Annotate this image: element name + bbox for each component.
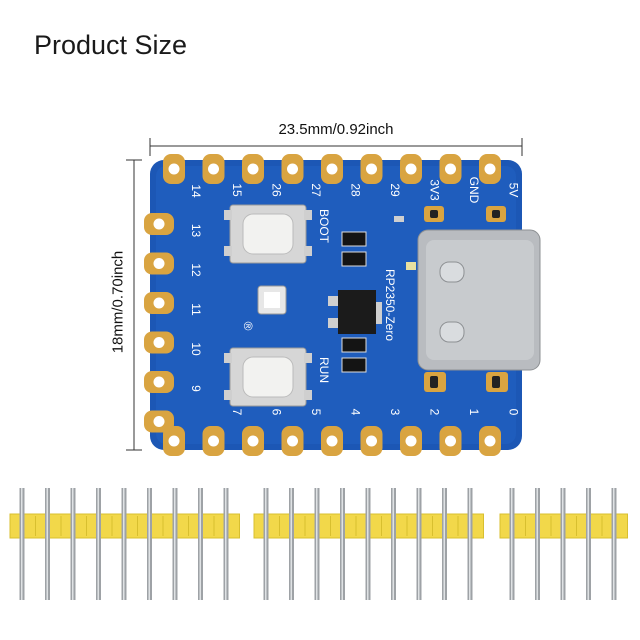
- run-label: RUN: [317, 357, 331, 383]
- bottom-pad: [202, 426, 225, 456]
- width-dimension-label: 23.5mm/0.92inch: [278, 121, 394, 138]
- pin-headers: [9, 488, 628, 600]
- boot-label: BOOT: [317, 209, 331, 244]
- smd-components: [341, 216, 416, 373]
- bottom-pin-label: 6: [270, 409, 284, 416]
- left-pad: [144, 371, 174, 393]
- left-pad: [144, 410, 174, 433]
- boot-button: [224, 204, 312, 264]
- pin-header-strip: [9, 488, 240, 600]
- top-pin-label: 3V3: [428, 179, 442, 201]
- top-pin-label: 5V: [507, 183, 521, 198]
- left-pin-label: 14: [189, 184, 203, 198]
- bottom-pad: [360, 426, 383, 456]
- left-pin-label: 11: [189, 303, 203, 316]
- bottom-edge-pads: [163, 426, 501, 456]
- top-pin-label: 15: [230, 183, 244, 197]
- left-pad: [144, 213, 174, 235]
- bottom-pad: [281, 426, 304, 456]
- top-pad: [163, 154, 185, 184]
- bottom-pad: [242, 426, 264, 456]
- left-pin-label: 10: [189, 342, 203, 356]
- bottom-pin-label: 1: [467, 409, 481, 416]
- usb-c-connector: [417, 206, 541, 392]
- board-name-label: RP2350-Zero: [383, 269, 397, 341]
- top-pad: [202, 154, 225, 184]
- top-pin-label: 29: [388, 183, 402, 197]
- left-pad: [144, 331, 174, 354]
- top-pin-label: GND: [467, 177, 481, 204]
- left-pin-label: 12: [189, 263, 203, 277]
- left-pin-label: 13: [189, 224, 203, 238]
- left-pin-label: 9: [189, 385, 203, 392]
- left-pad: [144, 252, 174, 275]
- bottom-pin-label: 2: [428, 409, 442, 416]
- top-pin-labels: 15 26 27 28 29 3V3 GND 5V: [230, 177, 521, 204]
- top-pad: [439, 154, 462, 184]
- height-dimension-line: [126, 159, 142, 451]
- pin-header-strip: [253, 488, 484, 600]
- bottom-pin-label: 3: [388, 409, 402, 416]
- bottom-pad: [163, 426, 185, 456]
- pin-header-strip: [499, 488, 628, 600]
- top-pad: [242, 154, 264, 184]
- run-button: [224, 347, 312, 407]
- bottom-pin-label: 7: [230, 409, 244, 416]
- bottom-pin-label: 0: [507, 409, 521, 416]
- top-pin-label: 27: [309, 183, 323, 197]
- top-pad: [400, 154, 422, 184]
- registered-mark: ®: [241, 322, 255, 331]
- bottom-pad: [321, 426, 343, 456]
- top-pad: [321, 154, 343, 184]
- top-pad: [360, 154, 383, 184]
- top-pad: [479, 154, 501, 184]
- top-pin-label: 28: [349, 183, 363, 197]
- page-title: Product Size: [34, 30, 188, 60]
- rgb-led: [257, 285, 287, 315]
- width-dimension-line: [149, 138, 523, 156]
- top-pad: [281, 154, 304, 184]
- left-pin-labels: 14 13 12 11 10 9: [189, 184, 203, 392]
- bottom-pin-label: 5: [309, 409, 323, 416]
- bottom-pad: [400, 426, 422, 456]
- bottom-pad: [439, 426, 462, 456]
- left-pad: [144, 292, 174, 314]
- bottom-pin-labels: 7 6 5 4 3 2 1 0: [230, 409, 521, 416]
- bottom-pad: [479, 426, 501, 456]
- left-edge-pads: [144, 213, 174, 433]
- bottom-pin-label: 4: [349, 409, 363, 416]
- regulator-chip: [328, 290, 382, 334]
- top-pin-label: 26: [270, 183, 284, 197]
- top-edge-pads: [163, 154, 501, 184]
